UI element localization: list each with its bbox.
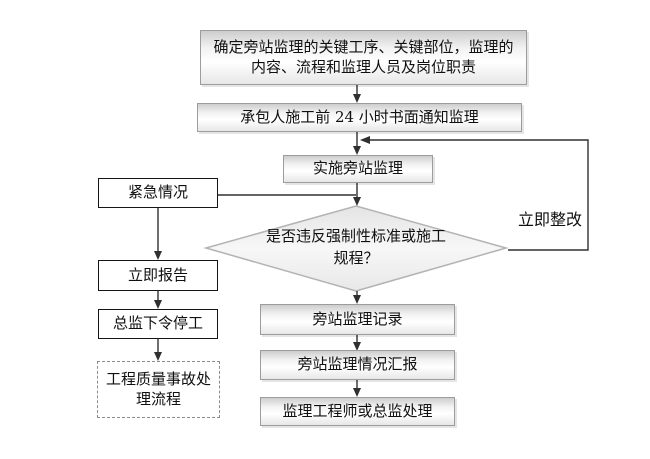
node-stop-work: 总监下令停工 [98, 309, 218, 339]
node-report: 立即报告 [98, 260, 218, 291]
node-handle: 监理工程师或总监处理 [260, 397, 455, 426]
arrowhead-down-icon [353, 295, 361, 304]
arrowhead-down-icon [353, 146, 361, 155]
arrowhead-down-icon [154, 352, 162, 361]
arrowhead-down-icon [154, 251, 162, 260]
node-decision-label: 是否违反强制性标准或施工规程？ [266, 227, 447, 267]
edge-feedback-rectify [362, 139, 589, 251]
label-rectify: 立即整改 [517, 210, 582, 229]
node-determine: 确定旁站监理的关键工序、关键部位，监理的内容、流程和监理人员及岗位职责 [200, 30, 527, 85]
node-emergency: 紧急情况 [98, 178, 218, 208]
decision-diamond-shape [203, 205, 509, 292]
node-notify: 承包人施工前 24 小时书面通知监理 [197, 103, 522, 132]
arrowhead-down-icon [353, 197, 361, 206]
node-situation-report: 旁站监理情况汇报 [260, 350, 455, 380]
node-implement: 实施旁站监理 [283, 155, 433, 183]
arrowhead-left-icon [360, 136, 370, 144]
node-record: 旁站监理记录 [260, 304, 455, 335]
arrowhead-down-icon [154, 300, 162, 309]
arrowhead-down-icon [353, 342, 361, 351]
arrowhead-down-icon [353, 94, 361, 103]
node-accident-process: 工程质量事故处理流程 [97, 361, 220, 418]
arrowhead-down-icon [353, 388, 361, 397]
